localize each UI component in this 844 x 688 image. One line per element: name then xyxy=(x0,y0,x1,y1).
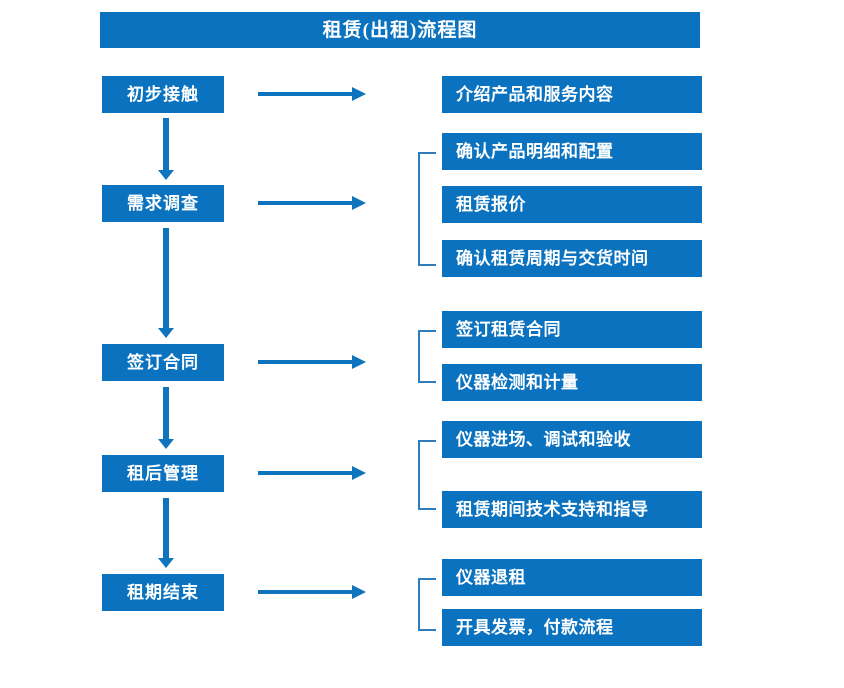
down-arrow-icon-1 xyxy=(156,118,176,180)
down-arrow-icon-3 xyxy=(156,387,176,449)
group-bracket-3 xyxy=(418,440,436,510)
detail-label-10: 开具发票，付款流程 xyxy=(456,618,614,637)
group-bracket-4 xyxy=(418,578,436,631)
detail-box-10[interactable]: 开具发票，付款流程 xyxy=(442,609,702,646)
stage-label-3: 签订合同 xyxy=(127,353,199,372)
detail-label-4: 确认租赁周期与交货时间 xyxy=(456,249,649,268)
detail-label-9: 仪器退租 xyxy=(456,568,526,587)
group-bracket-1 xyxy=(418,152,436,266)
right-arrow-icon-4 xyxy=(258,466,368,480)
group-bracket-2 xyxy=(418,330,436,383)
right-arrow-icon-5 xyxy=(258,585,368,599)
detail-label-3: 租赁报价 xyxy=(456,195,526,214)
detail-label-8: 租赁期间技术支持和指导 xyxy=(456,500,649,519)
down-arrow-icon-2 xyxy=(156,228,176,338)
detail-box-1[interactable]: 介绍产品和服务内容 xyxy=(442,76,702,113)
stage-box-1[interactable]: 初步接触 xyxy=(102,76,224,113)
detail-label-5: 签订租赁合同 xyxy=(456,320,561,339)
right-arrow-icon-1 xyxy=(258,87,368,101)
detail-box-5[interactable]: 签订租赁合同 xyxy=(442,311,702,348)
diagram-title: 租赁(出租)流程图 xyxy=(322,19,478,41)
detail-box-6[interactable]: 仪器检测和计量 xyxy=(442,364,702,401)
stage-label-1: 初步接触 xyxy=(127,85,199,104)
stage-box-2[interactable]: 需求调查 xyxy=(102,185,224,222)
stage-label-2: 需求调查 xyxy=(127,194,199,213)
detail-box-9[interactable]: 仪器退租 xyxy=(442,559,702,596)
stage-label-4: 租后管理 xyxy=(127,464,199,483)
right-arrow-icon-2 xyxy=(258,196,368,210)
detail-label-2: 确认产品明细和配置 xyxy=(456,142,614,161)
right-arrow-icon-3 xyxy=(258,355,368,369)
stage-box-4[interactable]: 租后管理 xyxy=(102,455,224,492)
detail-box-4[interactable]: 确认租赁周期与交货时间 xyxy=(442,240,702,277)
detail-box-8[interactable]: 租赁期间技术支持和指导 xyxy=(442,491,702,528)
detail-label-1: 介绍产品和服务内容 xyxy=(456,85,614,104)
stage-label-5: 租期结束 xyxy=(127,583,199,602)
diagram-title-bar: 租赁(出租)流程图 xyxy=(100,12,700,48)
detail-box-2[interactable]: 确认产品明细和配置 xyxy=(442,133,702,170)
detail-box-3[interactable]: 租赁报价 xyxy=(442,186,702,223)
stage-box-5[interactable]: 租期结束 xyxy=(102,574,224,611)
detail-label-7: 仪器进场、调试和验收 xyxy=(456,430,631,449)
detail-box-7[interactable]: 仪器进场、调试和验收 xyxy=(442,421,702,458)
detail-label-6: 仪器检测和计量 xyxy=(456,373,579,392)
down-arrow-icon-4 xyxy=(156,498,176,568)
stage-box-3[interactable]: 签订合同 xyxy=(102,344,224,381)
